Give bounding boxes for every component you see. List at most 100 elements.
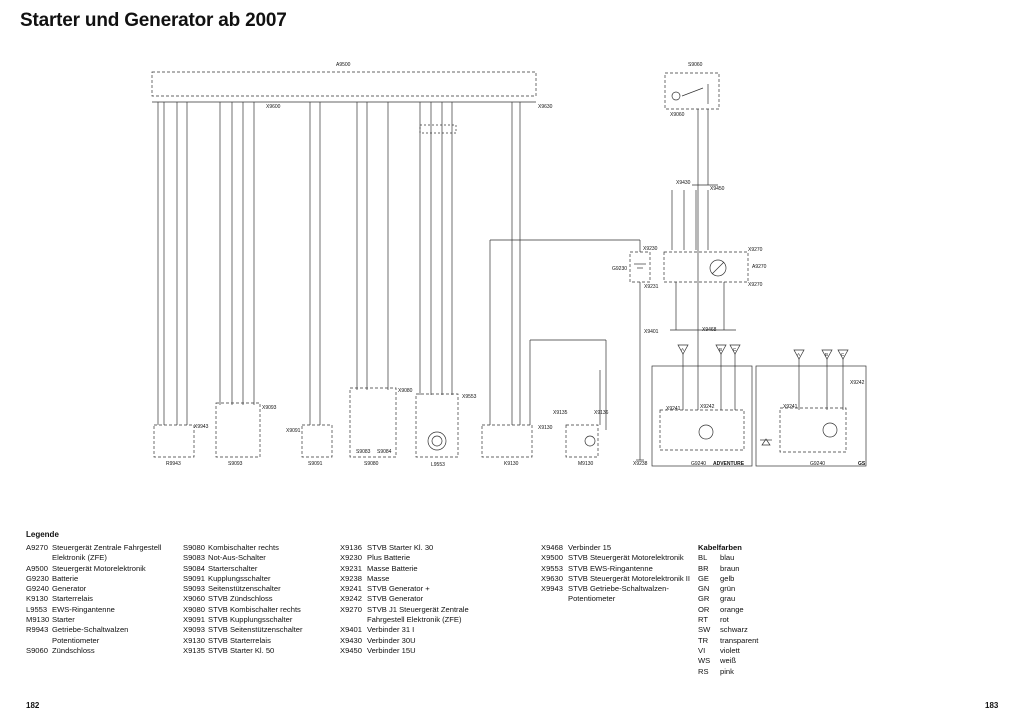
page-number-left: 182 bbox=[26, 701, 40, 710]
legend-description: EWS-Ringantenne bbox=[52, 604, 115, 614]
legend-description: Starterschalter bbox=[208, 563, 258, 573]
legend-description: Seitenstützenschalter bbox=[208, 584, 281, 594]
legend-item: X9242 STVB Generator bbox=[340, 594, 469, 604]
g9240-gs-box bbox=[755, 365, 867, 467]
cable-color-name: transparent bbox=[720, 635, 759, 645]
g9240-adventure-box bbox=[651, 365, 753, 467]
legend-description: Masse Batterie bbox=[367, 563, 418, 573]
cable-color-code: VI bbox=[698, 645, 706, 655]
legend-code: S9091 bbox=[183, 573, 205, 583]
legend-code: X9130 bbox=[183, 635, 205, 645]
label-m9130: M9130 bbox=[578, 461, 594, 467]
label-g9240-a: G9240 bbox=[691, 461, 706, 467]
legend-code: X9093 bbox=[183, 625, 205, 635]
legend-code: X9091 bbox=[183, 615, 205, 625]
ref-a-1: A bbox=[681, 347, 684, 352]
cable-color-name: schwarz bbox=[720, 625, 748, 635]
s9091-box bbox=[301, 424, 333, 458]
label-k9130: K9130 bbox=[504, 461, 519, 467]
label-s9093: S9093 bbox=[228, 461, 243, 467]
label-x9401: X9401 bbox=[644, 329, 659, 335]
a9500-box bbox=[151, 71, 537, 97]
label-x9238: X9238 bbox=[633, 461, 648, 467]
legend-code: X9080 bbox=[183, 604, 205, 614]
cable-color-code: GR bbox=[698, 594, 710, 604]
legend-description: Masse bbox=[367, 573, 390, 583]
cable-color-code: RS bbox=[698, 666, 709, 676]
label-x9091: X9091 bbox=[286, 428, 301, 434]
legend-code: S9084 bbox=[183, 563, 205, 573]
legend-description: Batterie bbox=[52, 573, 79, 583]
cable-color-code: GN bbox=[698, 584, 710, 594]
label-x9060: X9060 bbox=[670, 112, 685, 118]
legend-description: Kupplungsschalter bbox=[208, 573, 271, 583]
legend-description: Steuergerät Zentrale Fahrgestell Elektro… bbox=[52, 543, 162, 563]
label-l9553: L9553 bbox=[431, 462, 445, 468]
legend-description: STVB Zündschloss bbox=[208, 594, 273, 604]
legend-description: STVB Generator bbox=[367, 594, 424, 604]
label-x9130: X9130 bbox=[538, 425, 553, 431]
cable-color-name: grau bbox=[720, 594, 736, 604]
legend-description: STVB EWS-Ringantenne bbox=[568, 563, 653, 573]
cable-color-name: weiß bbox=[720, 656, 737, 666]
cable-color-code: RT bbox=[698, 615, 708, 625]
m9130-box bbox=[565, 424, 599, 458]
ref-b-1: B bbox=[719, 347, 722, 352]
label-adventure: ADVENTURE bbox=[713, 461, 745, 467]
legend-code: X9943 bbox=[541, 584, 563, 594]
legend-description: STVB Starter Kl. 30 bbox=[367, 543, 434, 552]
legend-code: S9093 bbox=[183, 584, 205, 594]
legend-code: X9553 bbox=[541, 563, 563, 573]
a9270-box bbox=[663, 251, 749, 283]
legend-description: Starter bbox=[52, 615, 75, 625]
r9943-box bbox=[153, 424, 195, 458]
legend-code: X9401 bbox=[340, 625, 362, 635]
legend-description: STVB Steuergerät Motorelektronik II bbox=[568, 573, 690, 583]
cable-color-name: rot bbox=[720, 615, 729, 625]
label-a9500: A9500 bbox=[336, 62, 351, 68]
page-title: Starter und Generator ab 2007 bbox=[20, 10, 287, 31]
cable-color-item: GN grün bbox=[698, 584, 758, 594]
legend-description: Zündschloss bbox=[52, 645, 95, 655]
legend-description: STVB Kombischalter rechts bbox=[208, 604, 301, 614]
l9553-box bbox=[415, 393, 459, 458]
legend-code: X9430 bbox=[340, 635, 362, 645]
label-x9270-top: X9270 bbox=[748, 247, 763, 253]
k9130-box bbox=[481, 424, 533, 458]
label-x9241-a: X9241 bbox=[666, 406, 681, 412]
label-x9136: X9136 bbox=[594, 410, 609, 416]
label-g9230: G9230 bbox=[612, 266, 627, 272]
cable-color-code: SW bbox=[698, 625, 711, 635]
legend-code: X9060 bbox=[183, 594, 205, 604]
label-x9080: X9080 bbox=[398, 388, 413, 394]
legend-code: X9242 bbox=[340, 594, 362, 604]
g9230-box bbox=[629, 251, 651, 283]
cable-color-name: grün bbox=[720, 584, 736, 594]
label-gs: GS bbox=[858, 461, 866, 467]
label-x9630: X9630 bbox=[538, 104, 553, 110]
legend-description: Verbinder 30U bbox=[367, 635, 416, 645]
legend-code: M9130 bbox=[26, 615, 50, 625]
cable-color-code: GE bbox=[698, 573, 709, 583]
